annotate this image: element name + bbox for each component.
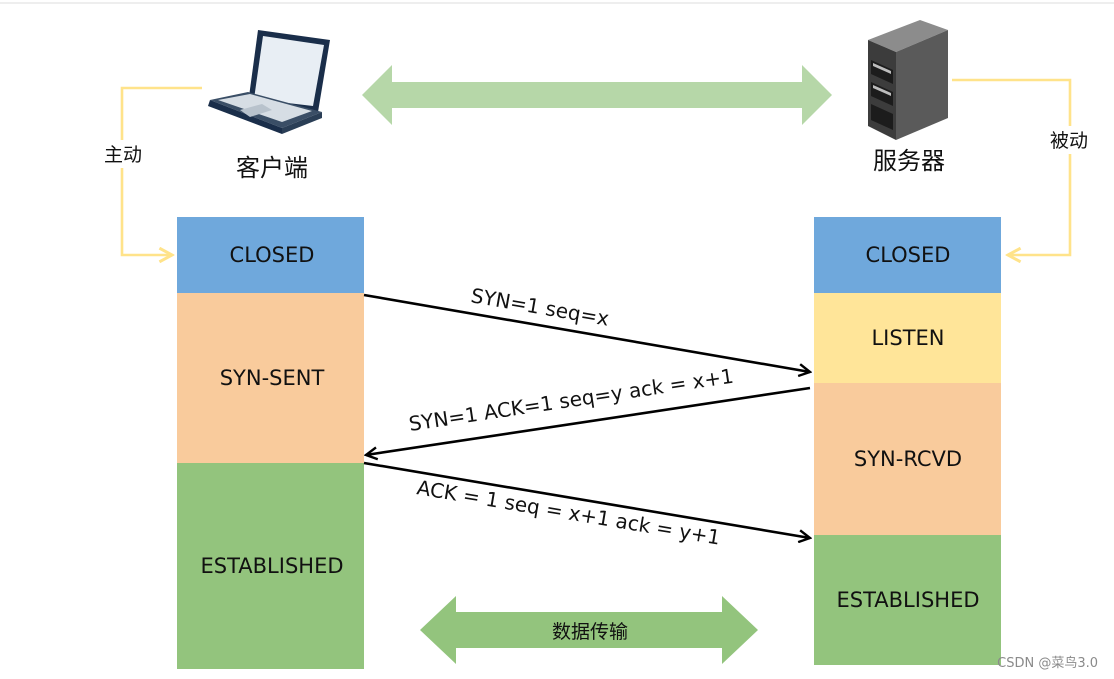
server-state-established (814, 535, 1001, 665)
client-state-closed (177, 217, 364, 293)
client-active-label: 主动 (104, 144, 142, 166)
client-state-closed-label: CLOSED (230, 243, 315, 267)
server-state-closed (814, 217, 1001, 293)
client-state-established-label: ESTABLISHED (200, 554, 343, 578)
client-state-syn-sent-label: SYN-SENT (220, 366, 325, 390)
server-tower-icon (868, 20, 948, 140)
server-state-listen (814, 293, 1001, 383)
server-label: 服务器 (873, 147, 945, 175)
server-state-syn-rcvd-label: SYN-RCVD (854, 447, 962, 471)
ack-arrow (363, 461, 810, 538)
data-transfer-arrow (420, 596, 758, 664)
client-state-syn-sent (177, 293, 364, 463)
server-passive-bracket (952, 78, 1072, 255)
server-state-established-label: ESTABLISHED (836, 588, 979, 612)
laptop-icon (208, 30, 330, 134)
server-state-column: CLOSED LISTEN SYN-RCVD ESTABLISHED (814, 217, 1001, 665)
csdn-watermark: CSDN @菜鸟3.0 (997, 655, 1098, 671)
data-transfer-label: 数据传输 (552, 621, 628, 643)
server-state-closed-label: CLOSED (866, 243, 951, 267)
client-label: 客户端 (236, 154, 308, 182)
client-state-column: CLOSED SYN-SENT ESTABLISHED (177, 217, 364, 669)
syn-ack-arrow (366, 386, 811, 455)
server-passive-label: 被动 (1050, 130, 1088, 152)
client-state-established (177, 463, 364, 669)
client-active-bracket (120, 86, 202, 255)
top-double-arrow (362, 65, 832, 125)
ack-message-label: ACK = 1 seq = x+1 ack = y+1 (415, 475, 722, 549)
server-state-listen-label: LISTEN (871, 326, 944, 350)
syn-message-label: SYN=1 seq=x (469, 283, 611, 330)
syn-arrow (363, 293, 810, 372)
server-state-syn-rcvd (814, 383, 1001, 535)
